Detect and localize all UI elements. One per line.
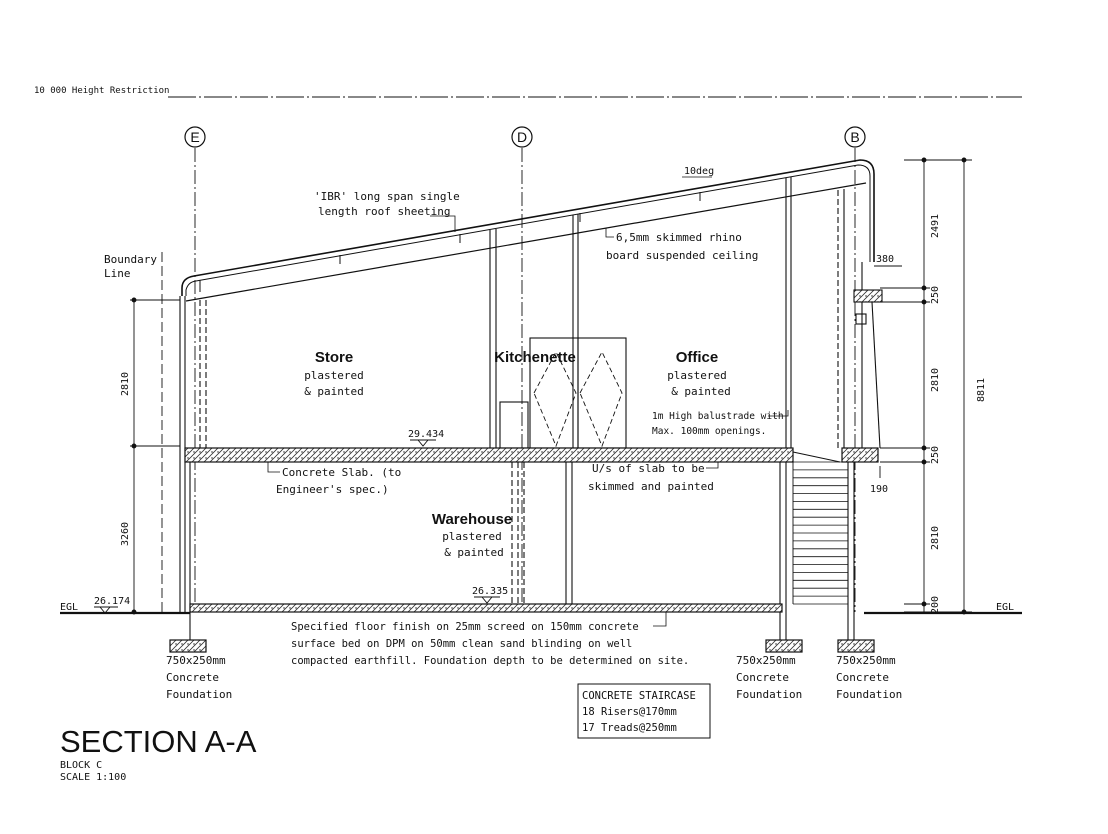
grid-bubble-e: E — [184, 126, 206, 148]
svg-text:Foundation: Foundation — [836, 688, 902, 701]
warehouse-finish-1: plastered — [442, 530, 502, 543]
grid-bubble-b: B — [844, 126, 866, 148]
staircase-note-1: CONCRETE STAIRCASE — [582, 690, 696, 702]
stair-treads — [793, 461, 848, 605]
scale-label: SCALE 1:100 — [60, 772, 126, 783]
office-title: Office — [676, 349, 719, 366]
floor-note-1: Specified floor finish on 25mm screed on… — [291, 621, 639, 633]
svg-text:750x250mm: 750x250mm — [166, 654, 226, 667]
first-floor-level: 29.434 — [408, 429, 444, 440]
foundation-note-middle: 750x250mm Concrete Foundation — [736, 654, 802, 701]
staircase-note-3: 17 Treads@250mm — [582, 722, 677, 734]
floor-note-2: surface bed on DPM on 50mm clean sand bl… — [291, 638, 632, 650]
egl-label-left: EGL — [60, 602, 78, 613]
boundary-note-line-1: Boundary — [104, 253, 157, 266]
svg-text:750x250mm: 750x250mm — [836, 654, 896, 667]
block-label: BLOCK C — [60, 760, 102, 771]
svg-text:B: B — [850, 129, 859, 145]
svg-text:Foundation: Foundation — [166, 688, 232, 701]
balustrade-note-1: 1m High balustrade with — [652, 411, 784, 422]
svg-text:Concrete: Concrete — [166, 671, 219, 684]
roof-note-line-1: 'IBR' long span single — [314, 190, 460, 203]
foundation-note-left: 750x250mm Concrete Foundation — [166, 654, 232, 701]
svg-text:750x250mm: 750x250mm — [736, 654, 796, 667]
dim-right-2810-lower: 2810 — [930, 526, 941, 550]
egl-label-right: EGL — [996, 602, 1014, 613]
warehouse-title: Warehouse — [432, 511, 512, 528]
height-restriction-label: 10 000 Height Restriction — [34, 86, 169, 96]
office-finish-1: plastered — [667, 369, 727, 382]
floor-note-3: compacted earthfill. Foundation depth to… — [291, 655, 689, 667]
office-finish-2: & painted — [671, 385, 731, 398]
concrete-staircase — [792, 451, 849, 604]
right-dimension-lines — [874, 157, 972, 615]
grid-lines — [194, 148, 856, 612]
boundary-note-line-2: Line — [104, 267, 131, 280]
staircase-note-2: 18 Risers@170mm — [582, 706, 677, 718]
foundation-left — [169, 639, 207, 653]
left-dimension-line — [130, 297, 180, 615]
ngl-level: 26.174 — [94, 596, 130, 607]
dim-left-upper: 2810 — [120, 372, 131, 396]
svg-text:E: E — [190, 129, 199, 145]
dim-380: 380 — [876, 254, 894, 265]
walls — [179, 177, 855, 640]
foundation-middle — [765, 639, 803, 653]
slab-underside-note-2: skimmed and painted — [588, 480, 714, 493]
roof-note-line-2: length roof sheeting — [318, 205, 450, 218]
balcony-slab — [841, 447, 879, 463]
balcony — [853, 262, 883, 449]
kitchenette-title: Kitchenette — [494, 349, 576, 366]
foundation-right — [837, 639, 875, 653]
svg-text:D: D — [517, 129, 527, 145]
ceiling-note-line-2: board suspended ceiling — [606, 249, 758, 262]
dim-overall-8811: 8811 — [976, 378, 987, 402]
roof-angle-label: 10deg — [684, 166, 714, 177]
roof — [181, 159, 875, 302]
dim-right-2491: 2491 — [930, 214, 941, 238]
dim-right-2810-upper: 2810 — [930, 368, 941, 392]
dim-right-250-upper: 250 — [930, 286, 941, 304]
svg-text:Concrete: Concrete — [836, 671, 889, 684]
ground-floor-slab — [189, 603, 783, 613]
store-finish-2: & painted — [304, 385, 364, 398]
svg-text:Concrete: Concrete — [736, 671, 789, 684]
slab-note-1: Concrete Slab. (to — [282, 466, 401, 479]
svg-text:Foundation: Foundation — [736, 688, 802, 701]
ceiling-note-line-1: 6,5mm skimmed rhino — [616, 231, 742, 244]
slab-underside-note-1: U/s of slab to be — [592, 462, 705, 475]
slab-note-2: Engineer's spec.) — [276, 483, 389, 496]
store-title: Store — [315, 349, 353, 366]
foundation-note-right: 750x250mm Concrete Foundation — [836, 654, 902, 701]
dim-right-200: 200 — [930, 596, 941, 614]
dim-left-lower: 3260 — [120, 522, 131, 546]
ground-floor-level: 26.335 — [472, 586, 508, 597]
dim-190: 190 — [870, 484, 888, 495]
grid-bubble-d: D — [511, 126, 533, 148]
section-title: SECTION A-A — [60, 724, 257, 759]
staircase-note-box — [577, 683, 711, 739]
store-finish-1: plastered — [304, 369, 364, 382]
warehouse-finish-2: & painted — [444, 546, 504, 559]
balustrade-note-2: Max. 100mm openings. — [652, 426, 766, 437]
first-floor-slab — [184, 447, 794, 463]
dim-right-250-lower: 250 — [930, 446, 941, 464]
